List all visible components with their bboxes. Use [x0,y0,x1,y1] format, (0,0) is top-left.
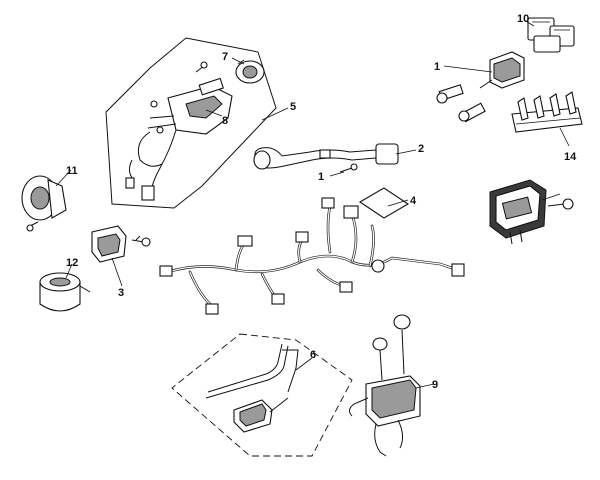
callout-12: 12 [66,257,78,269]
relay-part [489,179,574,245]
ignition-switch-part [125,77,233,201]
callout-4: 4 [410,195,417,207]
buzzer-part [39,272,91,312]
leader-lines [55,19,570,389]
rectifier-part [91,225,151,263]
relay-set-part [527,17,575,53]
callout-3: 3 [118,287,124,299]
callout-2: 2 [418,143,424,155]
callout-9: 9 [432,379,438,391]
connector-terminals-part [511,91,583,133]
starter-relay-part [348,314,421,457]
screw-part [339,163,358,173]
cdi-bracket-part [205,343,299,433]
small-screw-part [195,61,208,73]
regulator-part [436,51,525,123]
callout-11: 11 [66,165,78,177]
callout-5: 5 [290,101,296,113]
callout-10: 10 [517,13,529,25]
callout-6: 6 [310,349,316,361]
callout-8: 8 [222,115,228,127]
callout-14: 14 [564,151,577,163]
group-6-outline [171,333,353,457]
callout-7: 7 [222,51,228,63]
callout-1-cable-screw: 1 [318,171,324,183]
cable-part [253,143,399,170]
callout-1-regulator: 1 [434,61,440,73]
key-cap-part [235,59,265,84]
horn-part [21,175,67,232]
wiring-harness-part [159,187,465,315]
